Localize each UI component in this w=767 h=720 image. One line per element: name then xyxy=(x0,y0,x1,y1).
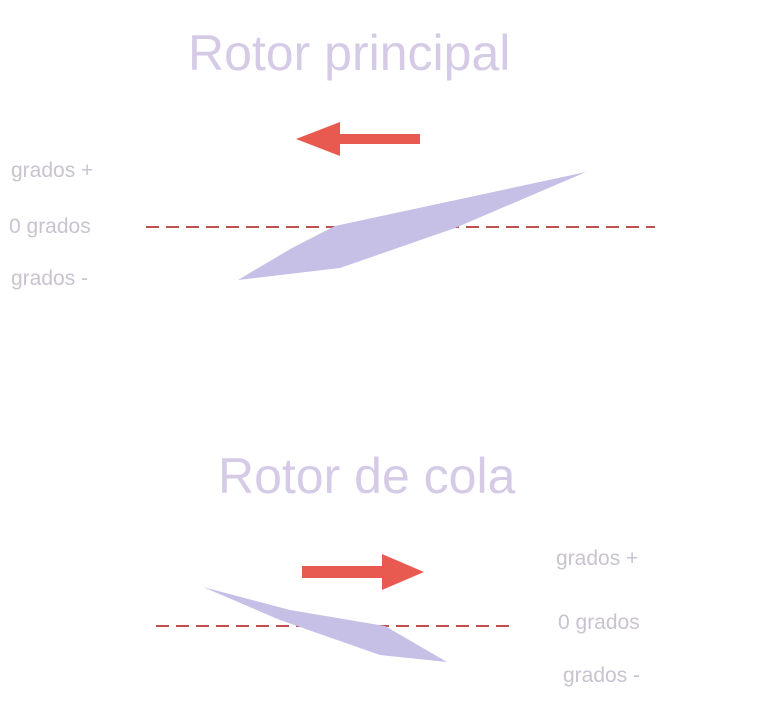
tail-rotor-label-zero: 0 grados xyxy=(558,611,640,634)
main-rotor-label-zero: 0 grados xyxy=(9,215,91,238)
main-rotor-blade xyxy=(238,172,586,280)
tail-rotor-label-plus: grados + xyxy=(556,547,639,570)
main-rotor-label-plus: grados + xyxy=(11,159,94,182)
tail-rotor-title: Rotor de cola xyxy=(218,448,516,504)
main-rotor-arrow-left xyxy=(296,122,420,156)
tail-rotor-label-minus: grados - xyxy=(563,664,641,687)
main-rotor-label-minus: grados - xyxy=(11,267,89,290)
main-rotor-title: Rotor principal xyxy=(188,25,511,81)
tail-rotor-arrow-right xyxy=(302,554,424,590)
tail-rotor-blade xyxy=(203,587,447,662)
